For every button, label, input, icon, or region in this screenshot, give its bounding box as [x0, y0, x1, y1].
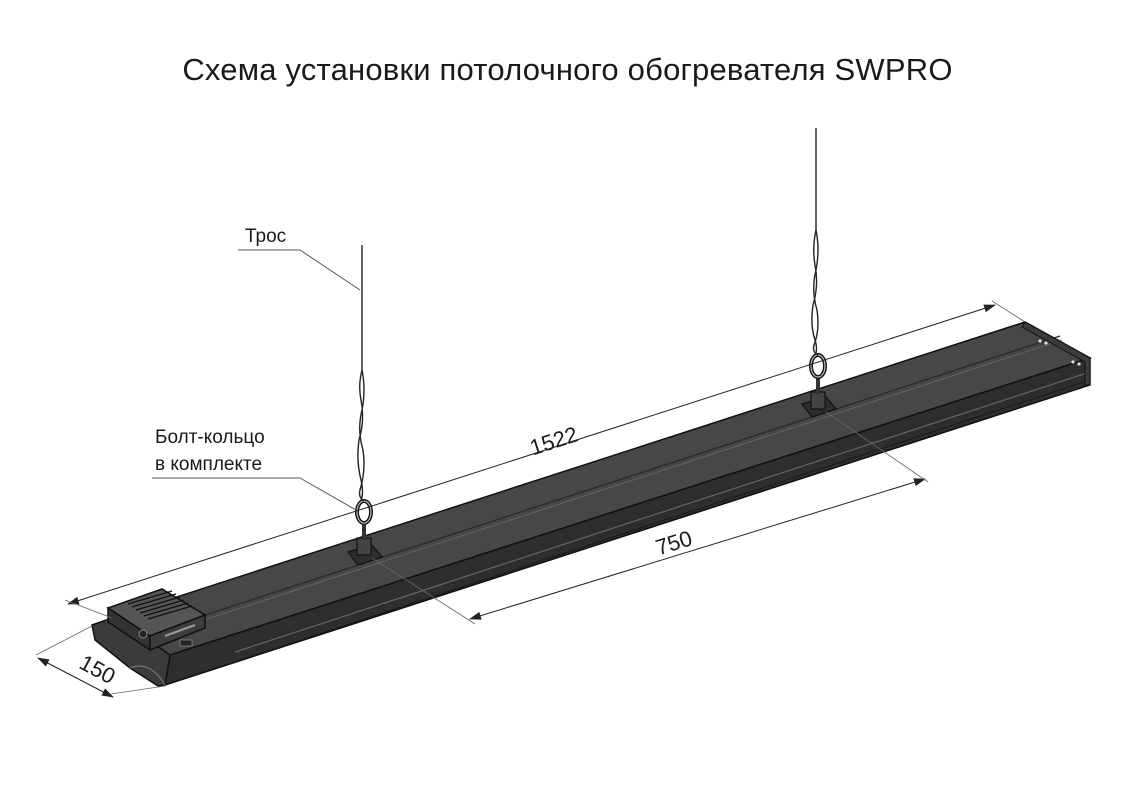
cable-left: [357, 245, 365, 502]
diagram-title: Схема установки потолочного обогревателя…: [182, 52, 953, 87]
dimension-length-value: 1522: [527, 421, 581, 460]
callout-eyebolt: Болт-кольцо в комплекте: [152, 427, 357, 511]
dimension-mount-spacing-value: 750: [653, 526, 695, 561]
eyebolt-right: [809, 353, 827, 379]
eyebolt-left: [355, 499, 373, 525]
dimension-width-value: 150: [75, 650, 119, 689]
cable-right: [811, 128, 819, 356]
callout-eyebolt-label-2: в комплекте: [155, 454, 262, 475]
callout-cable-label: Трос: [245, 226, 286, 247]
callout-eyebolt-label-1: Болт-кольцо: [155, 427, 265, 448]
heater-body: [91, 321, 1092, 687]
callout-cable: Трос: [238, 226, 361, 291]
